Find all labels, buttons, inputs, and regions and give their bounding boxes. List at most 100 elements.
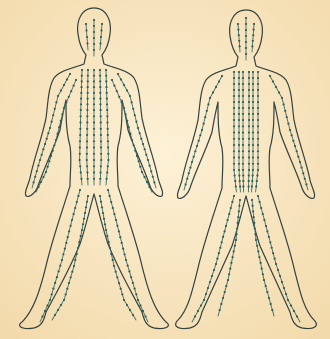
acupoint (86, 201, 88, 203)
acupoint (245, 23, 247, 25)
acupoint (100, 36, 102, 38)
acupoint (253, 216, 255, 218)
acupoint (200, 304, 202, 306)
acupoint (292, 140, 294, 142)
acupoint (93, 153, 95, 155)
acupoint (257, 71, 259, 73)
acupoint (60, 304, 62, 306)
acupoint (255, 239, 257, 241)
acupoint (93, 178, 95, 180)
acupoint (135, 121, 137, 123)
acupoint (80, 98, 82, 100)
acupoint (238, 71, 240, 73)
acupoint (93, 92, 95, 94)
acupoint (252, 113, 254, 115)
acupoint (238, 119, 240, 121)
acupoint (289, 129, 291, 131)
acupoint (238, 205, 240, 207)
acupoint (220, 303, 222, 305)
acupoint (237, 216, 239, 218)
acupoint (233, 169, 235, 171)
acupoint (266, 230, 268, 232)
acupoint (283, 103, 285, 105)
acupoint (242, 113, 244, 115)
acupoint (245, 29, 247, 31)
acupoint (86, 103, 88, 105)
acupoint (79, 140, 81, 142)
acupoint (86, 140, 88, 142)
acupoint (123, 299, 125, 301)
acupoint (238, 34, 240, 36)
acupoint (99, 103, 101, 105)
acupoint (105, 75, 107, 77)
acupoint (238, 138, 240, 140)
acupoint (198, 140, 200, 142)
acupoint (100, 159, 102, 161)
acupoint (126, 304, 128, 306)
acupoint (248, 113, 250, 115)
acupoint (234, 245, 236, 247)
acupoint (131, 101, 133, 103)
acupoint (248, 71, 250, 73)
acupoint (93, 80, 95, 82)
acupoint (252, 71, 254, 73)
acupoint (268, 297, 270, 299)
acupoint (55, 139, 57, 141)
acupoint (106, 103, 108, 105)
acupoint (54, 314, 56, 316)
acupoint (153, 181, 155, 183)
acupoint (144, 148, 146, 150)
acupoint (52, 114, 54, 116)
acupoint (275, 263, 277, 265)
acupoint (105, 86, 107, 88)
acupoint (80, 235, 82, 237)
acupoint (145, 154, 147, 156)
acupoint (272, 80, 274, 82)
acupoint (233, 131, 235, 133)
acupoint (67, 236, 69, 238)
acupoint (278, 91, 280, 93)
acupoint (70, 225, 72, 227)
acupoint (293, 310, 295, 312)
acupoint (93, 37, 95, 39)
acupoint (117, 73, 119, 75)
acupoint (242, 83, 244, 85)
acupoint (86, 134, 88, 136)
acupoint (239, 45, 241, 47)
acupoint (86, 42, 88, 44)
acupoint (41, 315, 43, 317)
acupoint (274, 258, 276, 260)
acupoint (227, 279, 229, 281)
acupoint (257, 131, 259, 133)
acupoint (122, 248, 124, 250)
acupoint (252, 144, 254, 146)
acupoint (34, 176, 36, 178)
acupoint (103, 218, 105, 220)
acupoint (301, 167, 303, 169)
acupoint (93, 31, 95, 33)
acupoint (125, 259, 127, 261)
acupoint (252, 205, 254, 207)
acupoint (79, 121, 81, 123)
acupoint (126, 120, 128, 122)
acupoint (299, 161, 301, 163)
acupoint (83, 218, 85, 220)
acupoint (252, 101, 254, 103)
acupoint (44, 310, 46, 312)
acupoint (147, 159, 149, 161)
acupoint (304, 178, 306, 180)
acupoint (141, 171, 143, 173)
acupoint (93, 146, 95, 148)
acupoint (248, 119, 250, 121)
acupoint (203, 299, 205, 301)
acupoint (49, 127, 51, 129)
acupoint (279, 275, 281, 277)
acupoint (124, 253, 126, 255)
acupoint (106, 92, 108, 94)
acupoint (47, 166, 49, 168)
acupoint (37, 186, 39, 188)
acupoint (139, 132, 141, 134)
acupoint (93, 109, 95, 111)
